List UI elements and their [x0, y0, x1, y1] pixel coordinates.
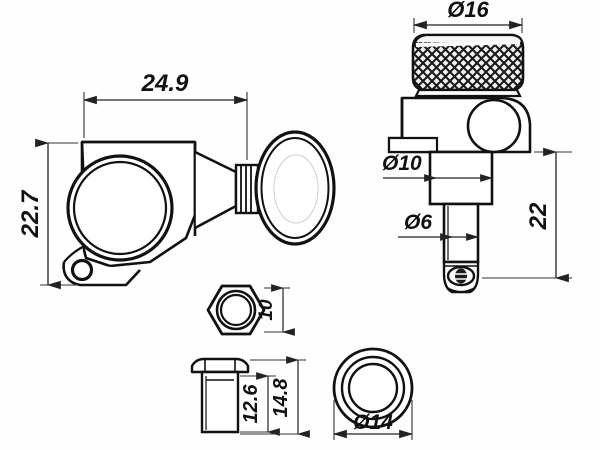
dimension-d6: Ø6	[398, 211, 480, 241]
dimension-label-cap-diameter: Ø16	[447, 0, 489, 22]
gear-housing-circles	[66, 154, 174, 262]
bushing	[190, 357, 250, 434]
dimension-d14: Ø14	[332, 400, 414, 440]
dimension-label-collar-diameter: Ø10	[382, 152, 422, 175]
hex-nut-view-group: 10	[206, 284, 295, 336]
dimension-24-9: 24.9	[82, 70, 249, 160]
front-view-group: Ø16 Ø10 Ø6 22	[382, 0, 572, 294]
dimension-label-nut-height: 10	[256, 299, 277, 321]
housing-block	[387, 96, 532, 154]
dimension-d16: Ø16	[412, 0, 524, 33]
dimension-label-height: 22.7	[17, 189, 44, 238]
dimension-label-total-height: 22	[525, 202, 552, 230]
string-post	[442, 202, 480, 264]
knurled-cap	[411, 33, 525, 98]
dimension-label-washer-diameter: Ø14	[353, 411, 393, 434]
dimension-22-7: 22.7	[17, 138, 78, 290]
dimension-label-bushing-total: 14.8	[270, 378, 292, 418]
dimension-10: 10	[256, 284, 295, 336]
post-tip	[442, 260, 480, 294]
washer-view-group: Ø14	[332, 347, 414, 440]
dimension-22: 22	[482, 147, 572, 283]
mounting-screw-hole	[70, 258, 94, 282]
oval-button	[254, 130, 336, 246]
dimension-14-8: 14.8	[240, 356, 310, 438]
bushing-view-group: 12.6 14.8	[190, 356, 310, 438]
string-hole	[455, 268, 467, 284]
dimension-d10: Ø10	[382, 152, 494, 182]
side-view-group: 24.9 22.7	[17, 70, 336, 290]
dimension-label-width: 24.9	[141, 70, 189, 97]
housing-circle	[466, 98, 522, 154]
cap-flange	[414, 88, 522, 98]
dimension-label-post-diameter: Ø6	[404, 211, 432, 234]
hex-nut	[206, 284, 266, 336]
washer	[332, 347, 414, 429]
knurled-collar	[234, 163, 260, 215]
dimension-label-bushing-shank: 12.6	[240, 384, 262, 424]
dimension-12-6: 12.6	[240, 372, 280, 436]
